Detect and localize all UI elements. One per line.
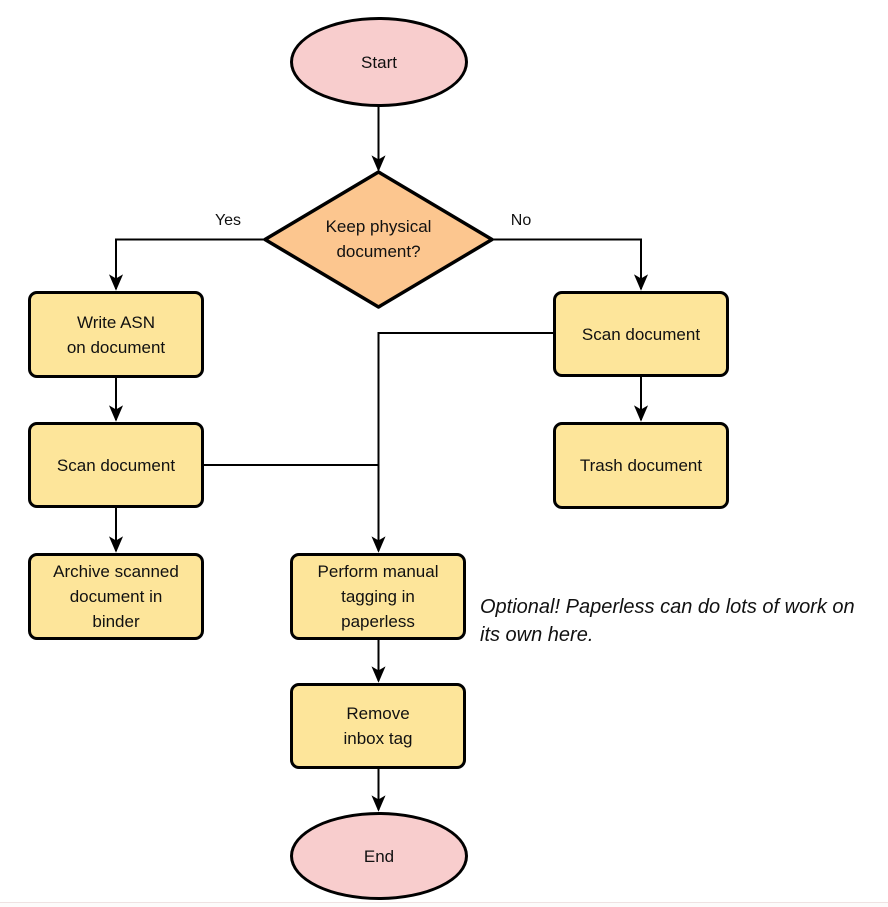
decision-label-line: document? [336, 242, 421, 261]
node-scan-document-right: Scan document [553, 291, 729, 377]
node-start-label: Start [361, 52, 397, 72]
node-label-line: Scan document [56, 455, 176, 475]
node-end: End [290, 812, 468, 900]
node-end-label: End [363, 846, 395, 866]
bottom-divider [0, 902, 888, 907]
decision-label-line: Keep physical [325, 217, 432, 236]
node-label-line: Trash document [579, 456, 703, 475]
node-archive-binder: Archive scanned document in binder [28, 553, 204, 640]
node-label-line: binder [92, 612, 140, 631]
edge-label-yes: Yes [214, 212, 242, 229]
node-decision-keep-physical: Keep physical document? [278, 214, 479, 264]
node-trash-document: Trash document [553, 422, 729, 509]
node-write-asn: Write ASN on document [28, 291, 204, 378]
note-line: Optional! Paperless can do lots of work … [480, 596, 855, 618]
node-label-line: Perform manual [317, 562, 439, 581]
node-label-line: Remove [346, 704, 410, 723]
edge-decision-yes-to-write-asn [116, 238, 265, 290]
edge-scan-right-to-tagging [379, 332, 553, 551]
node-label-line: paperless [341, 612, 415, 631]
node-label-line: on document [66, 337, 166, 357]
node-label-line: Archive scanned [53, 562, 179, 581]
edge-label-no: No [510, 212, 532, 229]
node-manual-tagging: Perform manual tagging in paperless [290, 553, 466, 640]
node-label-line: Scan document [581, 324, 701, 344]
node-start: Start [290, 17, 468, 107]
node-label-line: document in [69, 587, 163, 606]
node-label-line: Write ASN [76, 312, 156, 332]
node-label-line: tagging in [341, 587, 415, 606]
note-line: its own here. [480, 624, 594, 646]
edge-decision-no-to-scan-right [492, 238, 641, 290]
note-optional: Optional! Paperless can do lots of work … [480, 593, 855, 649]
decision-diamond-shape [263, 170, 494, 309]
node-remove-inbox-tag: Remove inbox tag [290, 683, 466, 769]
node-label-line: inbox tag [343, 729, 413, 748]
node-scan-document-left: Scan document [28, 422, 204, 508]
